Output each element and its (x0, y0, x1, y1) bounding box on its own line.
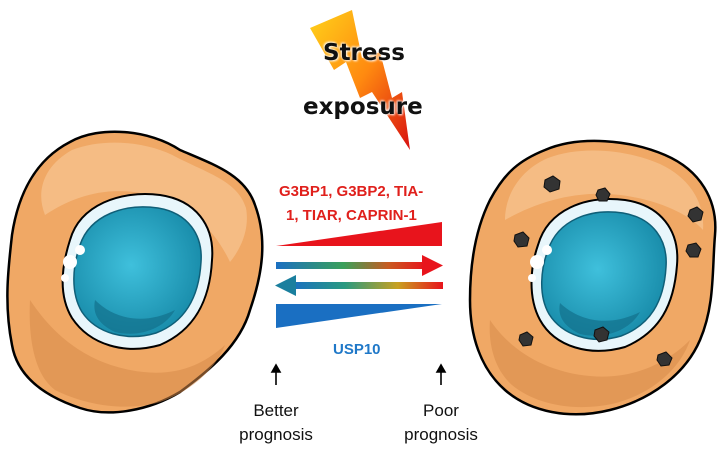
factors-label-line2: 1, TIAR, CAPRIN-1 (286, 207, 417, 224)
exposure-label: exposure (303, 94, 423, 120)
blue-decreasing-wedge (276, 304, 442, 328)
factors-label-line1: G3BP1, G3BP2, TIA- (279, 183, 424, 200)
better-label: Better (253, 401, 299, 420)
poor-prognosis-label: Poor prognosis (400, 399, 482, 447)
poor-label: Poor (423, 401, 459, 420)
stress-granules (513, 175, 704, 367)
left-up-arrow (270, 363, 282, 385)
right-cell (468, 139, 717, 416)
stress-label: Stress (323, 40, 405, 66)
left-cell (6, 130, 264, 414)
left-arrow (275, 275, 443, 296)
better-prognosis-word: prognosis (239, 425, 313, 444)
better-prognosis-label: Better prognosis (236, 399, 316, 447)
right-up-arrow (435, 363, 447, 385)
lightning-bolt-icon (310, 10, 410, 150)
right-nucleus (528, 198, 679, 352)
usp10-label: USP10 (333, 341, 381, 358)
right-arrow (276, 255, 443, 276)
poor-prognosis-word: prognosis (404, 425, 478, 444)
red-increasing-wedge (276, 222, 442, 246)
left-nucleus (61, 193, 214, 350)
